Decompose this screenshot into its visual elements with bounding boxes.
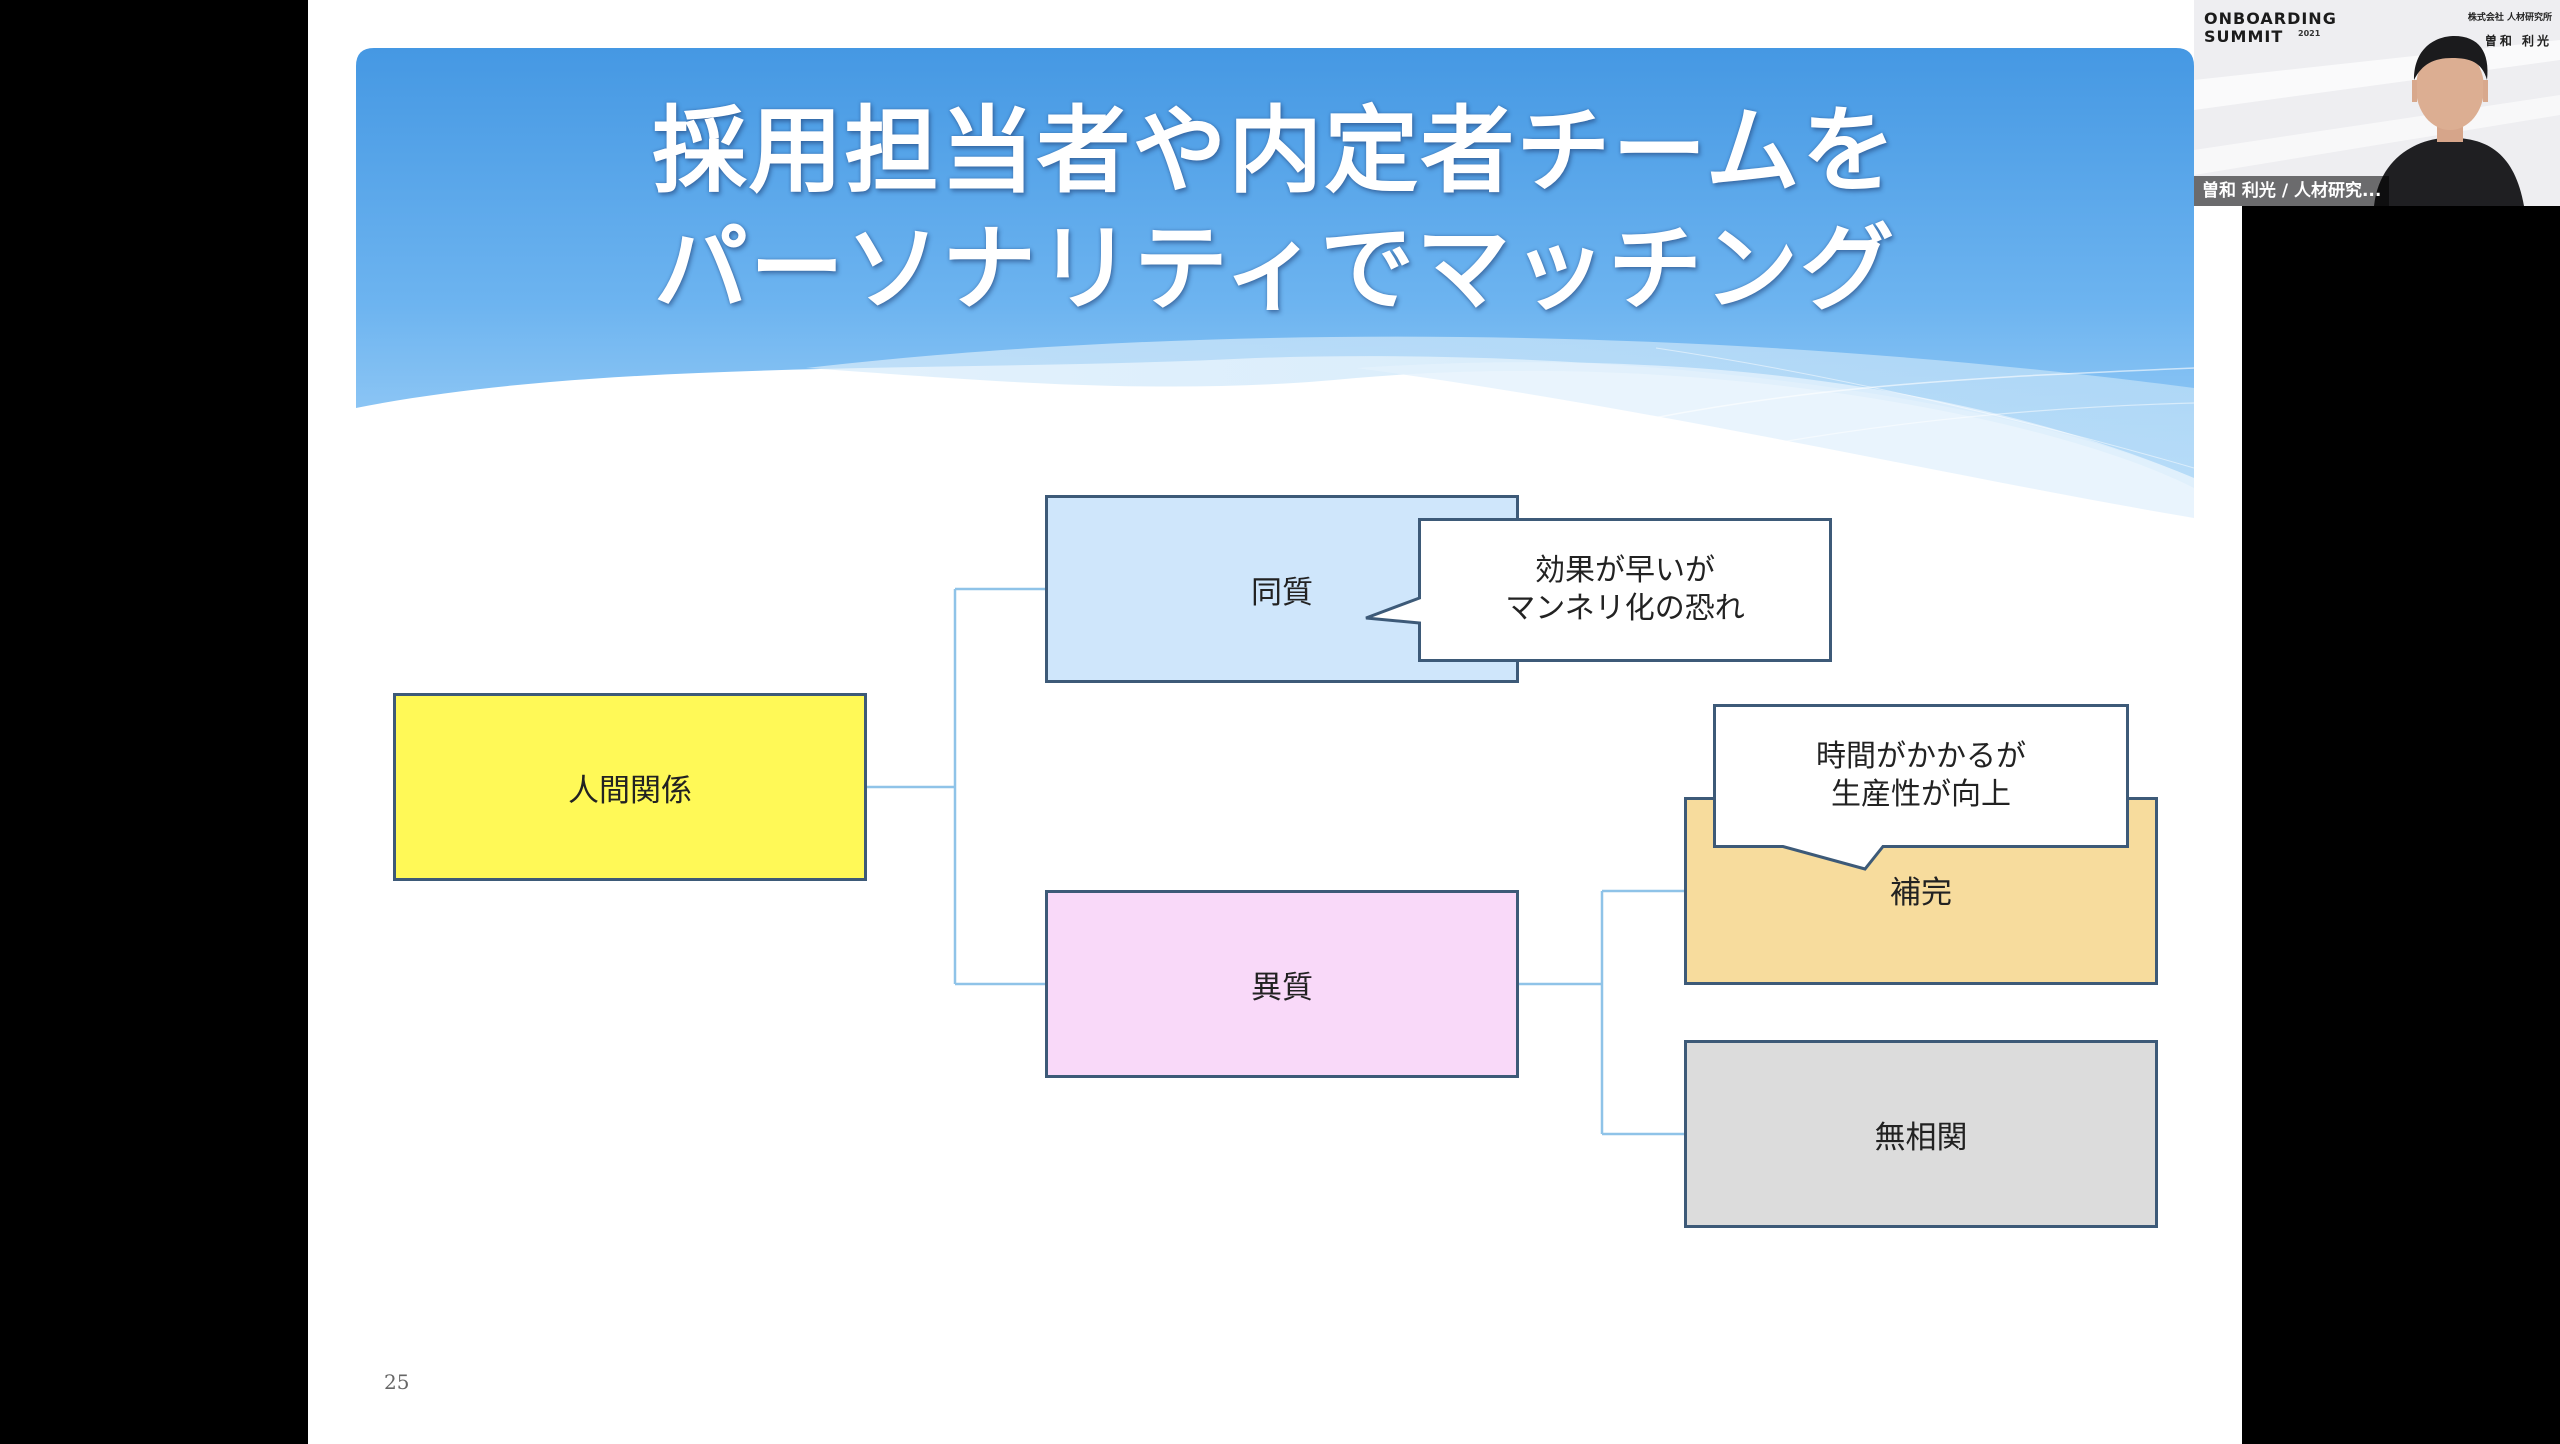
callout-homogeneous-line-2: マンネリ化の恐れ [1505,591,1745,626]
slide-title: 採用担当者や内定者チームを パーソナリティでマッチング [356,92,2194,328]
webcam-company-name: 株式会社 人材研究所 [2467,13,2552,23]
node-human-relations-label: 人間関係 [568,772,692,809]
slide-page-number: 25 [384,1370,410,1394]
callout-complementary-line-2: 生産性が向上 [1831,777,2011,812]
presentation-slide: 採用担当者や内定者チームを パーソナリティでマッチング 人間関係 同質 異質 [308,0,2242,1444]
node-complementary-label: 補完 [1890,875,1952,911]
speaker-webcam-video[interactable]: ONBOARDING SUMMIT 2021 株式会社 人材研究所 曽和 利光 … [2194,0,2560,206]
webcam-participant-caption: 曽和 利光 / 人材研究... [2194,176,2390,206]
callout-complementary: 時間がかかるが 生産性が向上 [1713,704,2129,871]
webcam-event-logo-line-2: SUMMIT [2204,27,2284,46]
webcam-video-frame [2194,0,2560,206]
node-heterogeneous-label: 異質 [1251,969,1313,1006]
callout-homogeneous-line-1: 効果が早いが [1535,553,1715,588]
node-uncorrelated-label: 無相関 [1874,1119,1968,1156]
node-homogeneous-label: 同質 [1251,574,1313,611]
node-human-relations: 人間関係 [393,693,867,881]
callout-complementary-shape [1713,704,2129,871]
callout-homogeneous-shape [1365,518,1832,662]
webcam-event-year: 2021 [2298,29,2321,38]
webcam-speaker-name-tag: 曽和 利光 [2484,34,2552,48]
slide-header-background [356,48,2194,518]
webcam-event-logo: ONBOARDING SUMMIT [2204,10,2337,46]
callout-complementary-line-1: 時間がかかるが [1816,739,2026,774]
callout-homogeneous: 効果が早いが マンネリ化の恐れ [1365,518,1832,662]
slide-title-line-2: パーソナリティでマッチング [653,214,1897,324]
slide-title-line-1: 採用担当者や内定者チームを [652,96,1898,206]
webcam-event-logo-line-1: ONBOARDING [2204,9,2337,28]
node-heterogeneous: 異質 [1045,890,1519,1078]
node-uncorrelated: 無相関 [1684,1040,2158,1228]
